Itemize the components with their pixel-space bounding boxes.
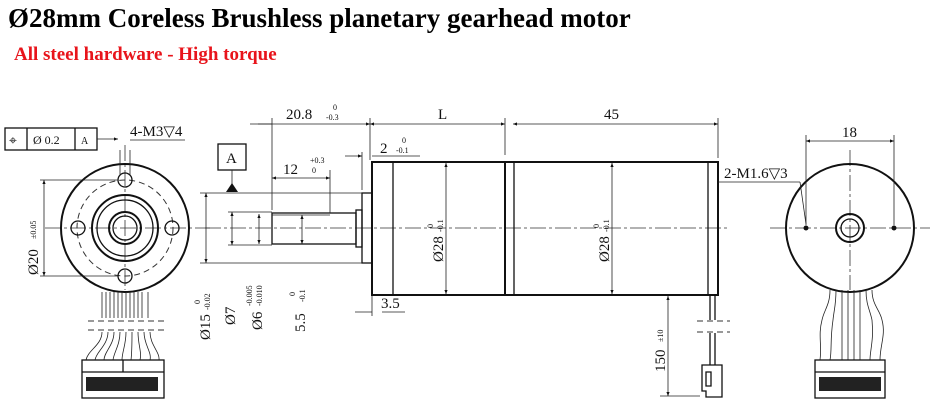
dimension-label: -0.1 xyxy=(396,146,409,155)
dimension-label: -0.3 xyxy=(326,113,339,122)
rear-view: 18 2-M1.6▽3 xyxy=(718,125,930,399)
page-subtitle: All steel hardware - High torque xyxy=(14,44,277,65)
dimension-label: A xyxy=(81,136,89,147)
rear-hole xyxy=(891,225,897,231)
rear-hole xyxy=(803,225,809,231)
dimension-label: 0 xyxy=(426,224,435,228)
dimension-label: 0 xyxy=(312,166,316,175)
dimension-label: Ø7 xyxy=(223,306,239,325)
output-shaft xyxy=(271,212,357,245)
dimension-label: 0 xyxy=(333,103,337,112)
dimension-label: ⌖ xyxy=(9,134,17,149)
dimension-label: 12 xyxy=(283,162,298,178)
dimension-label: +0.3 xyxy=(310,156,325,165)
dimension-label: -0.005 xyxy=(245,285,254,306)
dimension-label: -0.02 xyxy=(203,293,212,310)
lead-wires xyxy=(85,292,165,361)
dimension-label: Ø28 xyxy=(431,236,447,262)
rear-lead-wires xyxy=(819,289,884,361)
dimension-label: Ø28 xyxy=(597,236,613,262)
motor-body xyxy=(371,161,719,296)
dimension-label: Ø20 xyxy=(26,249,42,275)
dimension-label: ±10 xyxy=(656,330,665,342)
thread-callout: 4-M3▽4 xyxy=(130,124,183,140)
side-view: 20.8 0 -0.3 L 45 2 0 -0.1 12 +0.3 0 A xyxy=(193,103,730,398)
dimension-label: -0.1 xyxy=(602,219,611,232)
dimension-label: L xyxy=(438,107,447,123)
dimension-label: 0 xyxy=(288,292,297,296)
dimension-label: 0 xyxy=(402,136,406,145)
page-title: Ø28mm Coreless Brushless planetary gearh… xyxy=(8,3,631,33)
dimension-label: 0 xyxy=(592,224,601,228)
dimension-label: 0 xyxy=(193,300,202,304)
dimension-label: 2 xyxy=(380,141,388,157)
dimension-label: -0.010 xyxy=(255,285,264,306)
dimension-label: 45 xyxy=(604,107,619,123)
mount-hole xyxy=(70,220,86,236)
dimension-label: ±0.05 xyxy=(29,221,38,239)
dimension-label: Ø15 xyxy=(198,314,214,340)
dimension-label: Ø 0.2 xyxy=(33,133,60,147)
dimension-label: 3.5 xyxy=(381,296,400,312)
front-view: ⌖ Ø 0.2 A 4-M3▽4 Ø20 ±0.05 xyxy=(4,124,210,399)
dimension-label: 18 xyxy=(842,125,857,141)
dimension-label: 20.8 xyxy=(286,107,312,123)
side-connector xyxy=(701,364,723,398)
dimension-label: A xyxy=(226,151,237,167)
position-tolerance-frame: ⌖ Ø 0.2 A xyxy=(4,127,118,151)
mount-hole xyxy=(164,220,180,236)
dimension-label: -0.1 xyxy=(436,219,445,232)
rear-connector xyxy=(814,359,886,399)
dimension-label: 150 xyxy=(653,350,669,373)
dimension-label: Ø6 xyxy=(250,311,266,330)
rear-thread-callout: 2-M1.6▽3 xyxy=(724,166,788,182)
connector xyxy=(81,359,165,399)
dimension-label: 5.5 xyxy=(293,313,309,332)
dimension-label: -0.1 xyxy=(298,289,307,302)
